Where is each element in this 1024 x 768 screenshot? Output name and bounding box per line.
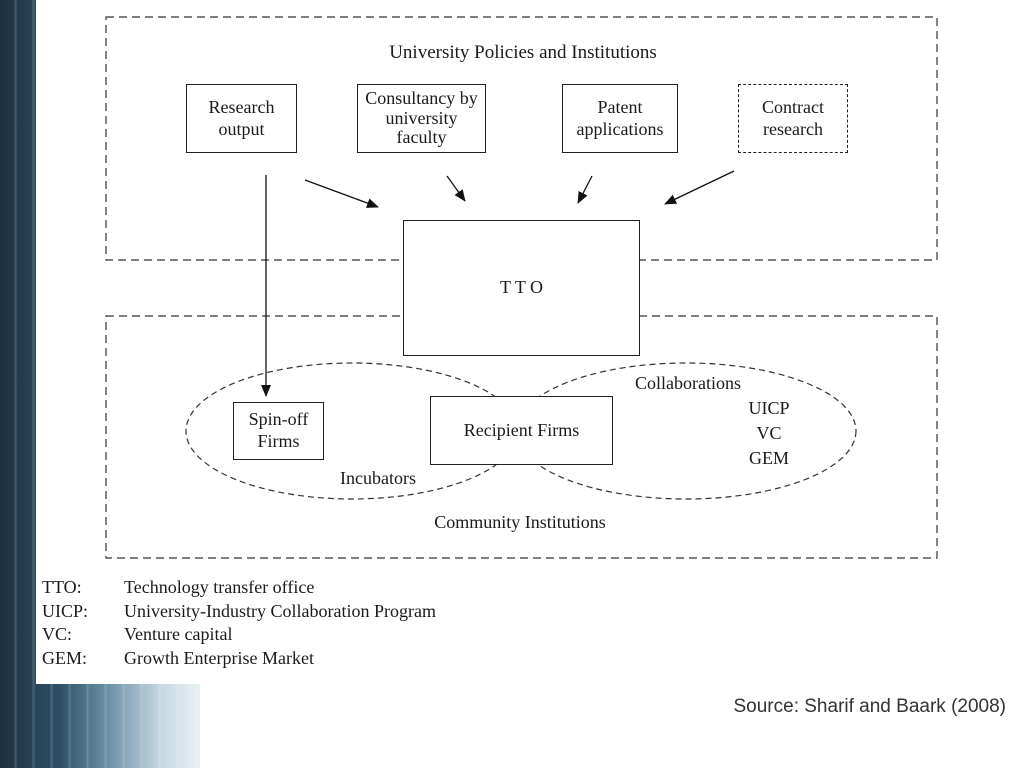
- patent-applications-box: Patent applications: [562, 84, 678, 153]
- spinoff-firms-box: Spin-off Firms: [233, 402, 324, 460]
- legend-row: TTO: Technology transfer office: [42, 576, 436, 600]
- arrow-research-to-tto: [304, 179, 379, 208]
- legend-text: Growth Enterprise Market: [124, 647, 314, 668]
- research-output-label: Research output: [208, 96, 275, 139]
- tto-box: T T O: [403, 220, 640, 356]
- bottom-region-label: Community Institutions: [434, 512, 606, 532]
- legend-row: VC: Venture capital: [42, 623, 436, 647]
- consultancy-label: Consultancy by university faculty: [365, 87, 478, 148]
- legend-abbr: GEM:: [42, 647, 87, 668]
- arrow-consultancy-to-tto: [446, 175, 466, 202]
- legend: TTO: Technology transfer office UICP: Un…: [42, 576, 436, 670]
- tto-label: T T O: [499, 277, 543, 298]
- collaborations-label: Collaborations: [635, 373, 741, 393]
- legend-abbr: UICP:: [42, 600, 89, 621]
- legend-text: University-Industry Collaboration Progra…: [124, 600, 436, 621]
- contract-research-box: Contract research: [738, 84, 848, 153]
- arrow-patent-to-tto: [577, 175, 593, 204]
- incubators-label: Incubators: [340, 468, 416, 488]
- patent-applications-label: Patent applications: [576, 96, 664, 139]
- collab-item-gem: GEM: [749, 448, 789, 468]
- source-citation: Source: Sharif and Baark (2008): [733, 696, 1007, 717]
- research-output-box: Research output: [186, 84, 297, 153]
- contract-research-label: Contract research: [762, 96, 824, 139]
- legend-text: Venture capital: [124, 624, 233, 644]
- top-region-label: University Policies and Institutions: [389, 42, 657, 63]
- legend-text: Technology transfer office: [124, 577, 315, 597]
- collab-item-vc: VC: [756, 423, 782, 443]
- collab-item-uicp: UICP: [748, 398, 790, 418]
- consultancy-box: Consultancy by university faculty: [357, 84, 486, 153]
- spinoff-firms-label: Spin-off Firms: [248, 409, 309, 451]
- recipient-firms-label: Recipient Firms: [463, 419, 580, 440]
- legend-abbr: TTO:: [42, 577, 82, 597]
- recipient-firms-box: Recipient Firms: [430, 396, 613, 465]
- bottom-region-border: [105, 315, 938, 559]
- legend-row: GEM: Growth Enterprise Market: [42, 647, 436, 671]
- legend-row: UICP: University-Industry Collaboration …: [42, 600, 436, 624]
- legend-abbr: VC:: [42, 624, 73, 644]
- arrow-contract-to-tto: [664, 170, 735, 205]
